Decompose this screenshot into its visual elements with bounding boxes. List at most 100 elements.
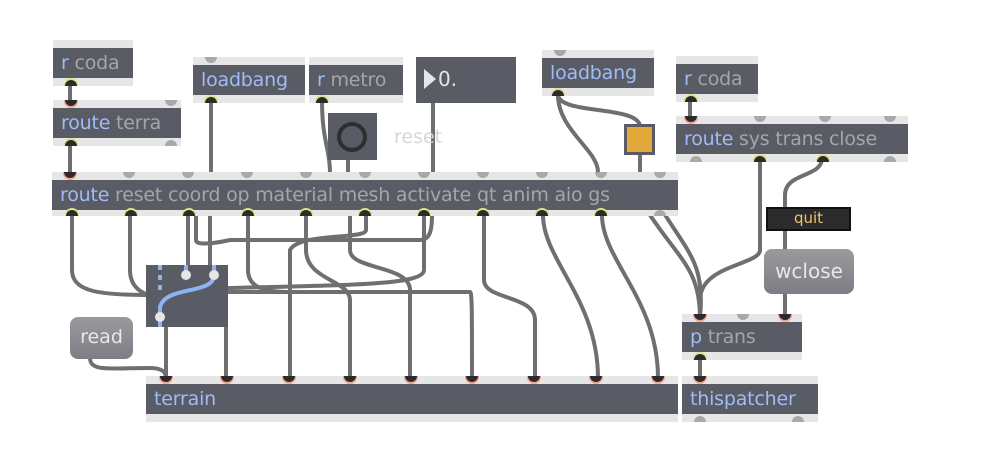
number-value: 0. xyxy=(438,67,458,91)
inlet[interactable] xyxy=(819,116,831,122)
object-args: reset coord op material mesh activate qt… xyxy=(115,184,610,206)
inlet[interactable] xyxy=(884,116,896,122)
outlet[interactable] xyxy=(359,210,371,216)
inlet[interactable] xyxy=(344,376,356,382)
inlet[interactable] xyxy=(160,376,172,382)
object-class: route xyxy=(61,112,111,134)
inlet[interactable] xyxy=(182,172,194,178)
object-class: r xyxy=(61,52,69,74)
inlet[interactable] xyxy=(418,172,430,178)
outlet[interactable] xyxy=(694,416,706,422)
object-args: metro xyxy=(330,69,387,91)
inlet[interactable] xyxy=(754,116,766,122)
outlet[interactable] xyxy=(65,80,77,86)
object-args: coda xyxy=(74,52,120,74)
object-r-coda[interactable]: r coda xyxy=(53,40,133,86)
inlet[interactable] xyxy=(123,172,135,178)
object-r-metro[interactable]: r metro xyxy=(309,57,403,103)
inlet[interactable] xyxy=(685,116,697,122)
message-wclose[interactable]: wclose xyxy=(764,249,854,294)
inlet[interactable] xyxy=(359,172,371,178)
inlet[interactable] xyxy=(654,172,666,178)
inlet[interactable] xyxy=(536,172,548,178)
inlet[interactable] xyxy=(595,172,607,178)
outlet[interactable] xyxy=(690,156,702,162)
outlet[interactable] xyxy=(884,156,896,162)
object-class: route xyxy=(60,184,110,206)
bang-circle-icon xyxy=(337,122,367,152)
outlet[interactable] xyxy=(183,210,195,216)
inlet[interactable] xyxy=(205,57,217,63)
outlet[interactable] xyxy=(165,140,177,146)
inlet[interactable] xyxy=(300,172,312,178)
toggle-fill xyxy=(627,127,652,152)
outlet[interactable] xyxy=(817,156,829,162)
outlet[interactable] xyxy=(205,97,217,103)
inlet[interactable] xyxy=(283,376,295,382)
outlet[interactable] xyxy=(125,210,137,216)
inlet[interactable] xyxy=(590,376,602,382)
outlet[interactable] xyxy=(477,210,489,216)
object-args: trans xyxy=(707,326,756,348)
inlet[interactable] xyxy=(528,376,540,382)
gate-route-icon xyxy=(155,265,219,327)
object-thispatcher[interactable]: thispatcher xyxy=(682,376,818,422)
object-terrain[interactable]: terrain xyxy=(146,376,678,422)
inlet[interactable] xyxy=(652,376,664,382)
outlet[interactable] xyxy=(694,354,706,360)
outlet[interactable] xyxy=(595,210,607,216)
number-triangle-icon xyxy=(424,69,436,89)
outlet[interactable] xyxy=(536,210,548,216)
object-args: coda xyxy=(697,68,743,90)
outlet[interactable] xyxy=(792,416,804,422)
inlet[interactable] xyxy=(477,172,489,178)
comment-reset: reset xyxy=(394,126,443,148)
outlet[interactable] xyxy=(654,210,666,216)
object-loadbang[interactable]: loadbang xyxy=(193,57,305,103)
object-route-sys-trans-close[interactable]: route sys trans close xyxy=(676,116,908,162)
object-class: r xyxy=(317,69,325,91)
inlet[interactable] xyxy=(694,314,706,320)
message-quit[interactable]: quit xyxy=(766,207,851,231)
object-class: thispatcher xyxy=(690,388,796,410)
outlet[interactable] xyxy=(316,97,328,103)
bang-button[interactable] xyxy=(328,113,377,160)
outlet[interactable] xyxy=(754,156,766,162)
object-args: terra xyxy=(116,112,162,134)
object-p-trans[interactable]: p trans xyxy=(682,314,802,360)
object-class: loadbang xyxy=(550,62,637,84)
object-class: terrain xyxy=(154,388,216,410)
inlet[interactable] xyxy=(405,376,417,382)
inlet[interactable] xyxy=(554,50,566,56)
inlet[interactable] xyxy=(694,376,706,382)
outlet[interactable] xyxy=(300,210,312,216)
outlet[interactable] xyxy=(65,140,77,146)
outlet[interactable] xyxy=(552,90,564,96)
outlet[interactable] xyxy=(242,210,254,216)
inlet[interactable] xyxy=(466,376,478,382)
inlet[interactable] xyxy=(165,100,177,106)
object-r-coda[interactable]: r coda xyxy=(676,56,758,102)
message-read[interactable]: read xyxy=(70,317,133,359)
object-route-terra[interactable]: route terra xyxy=(53,100,181,146)
object-class: route xyxy=(684,128,734,150)
outlet[interactable] xyxy=(66,210,78,216)
number-box[interactable]: 0. xyxy=(416,57,516,103)
object-class: r xyxy=(684,68,692,90)
object-route-main[interactable]: route reset coord op material mesh activ… xyxy=(52,172,678,216)
object-class: p xyxy=(690,326,702,348)
outlet[interactable] xyxy=(685,96,697,102)
toggle[interactable] xyxy=(624,124,655,155)
inlet[interactable] xyxy=(65,100,77,106)
inlet[interactable] xyxy=(64,172,76,178)
inlet[interactable] xyxy=(779,314,791,320)
inlet[interactable] xyxy=(221,376,233,382)
object-args: sys trans close xyxy=(739,128,877,150)
inlet[interactable] xyxy=(241,172,253,178)
object-class: loadbang xyxy=(201,69,288,91)
gate-router[interactable] xyxy=(146,265,228,327)
inlet[interactable] xyxy=(737,314,749,320)
object-loadbang[interactable]: loadbang xyxy=(542,50,654,96)
outlet[interactable] xyxy=(418,210,430,216)
